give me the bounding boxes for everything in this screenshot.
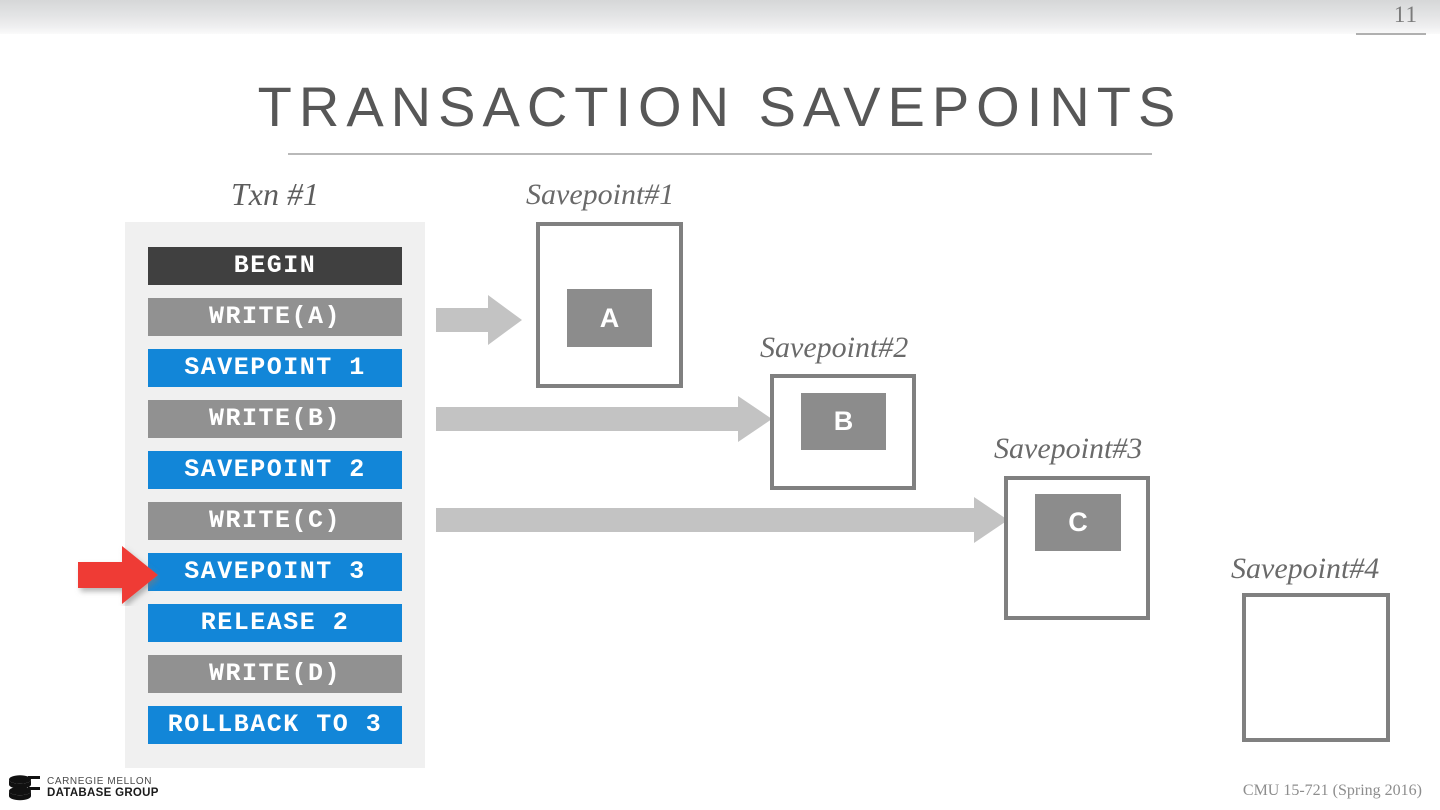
slide-number-underline [1356, 33, 1426, 35]
slide-number: 11 [1393, 2, 1418, 27]
txn-op-begin[interactable]: BEGIN [148, 247, 402, 285]
flow-arrow-to-savepoint-1 [436, 295, 522, 345]
transaction-label: Txn #1 [231, 176, 319, 212]
cmu-database-group-logo: CARNEGIE MELLON DATABASE GROUP [8, 774, 159, 802]
savepoint-3-label: Savepoint#3 [994, 432, 1143, 465]
txn-op-write-b[interactable]: WRITE(B) [148, 400, 402, 438]
savepoint-2-box[interactable]: B [770, 374, 916, 490]
title-divider [288, 153, 1152, 155]
flow-arrow-to-savepoint-2 [436, 396, 772, 442]
savepoint-2-label: Savepoint#2 [760, 331, 909, 364]
txn-op-savepoint-3[interactable]: SAVEPOINT 3 [148, 553, 402, 591]
slide-header-band [0, 0, 1440, 34]
savepoint-1-box[interactable]: A [536, 222, 683, 388]
savepoint-3-item-c: C [1035, 494, 1121, 551]
footer-course-note: CMU 15-721 (Spring 2016) [1242, 782, 1422, 799]
red-arrow-pointer-icon [78, 546, 158, 604]
savepoint-3-box[interactable]: C [1004, 476, 1150, 620]
savepoint-1-label: Savepoint#1 [526, 178, 675, 211]
flow-arrow-to-savepoint-3 [436, 497, 1008, 543]
savepoint-4-box[interactable] [1242, 593, 1390, 742]
txn-op-savepoint-1[interactable]: SAVEPOINT 1 [148, 349, 402, 387]
txn-op-write-d[interactable]: WRITE(D) [148, 655, 402, 693]
txn-op-rollback-to-3[interactable]: ROLLBACK TO 3 [148, 706, 402, 744]
txn-op-savepoint-2[interactable]: SAVEPOINT 2 [148, 451, 402, 489]
txn-op-release-2[interactable]: RELEASE 2 [148, 604, 402, 642]
savepoint-4-label: Savepoint#4 [1231, 552, 1380, 585]
savepoint-1-item-a: A [567, 289, 652, 347]
txn-op-write-c[interactable]: WRITE(C) [148, 502, 402, 540]
logo-line-2: DATABASE GROUP [47, 787, 159, 800]
page-title: TRANSACTION SAVEPOINTS [257, 75, 1183, 138]
savepoint-2-item-b: B [801, 393, 886, 450]
txn-op-write-a[interactable]: WRITE(A) [148, 298, 402, 336]
logo-line-1: CARNEGIE MELLON [47, 775, 153, 787]
database-cylinder-icon [9, 775, 40, 801]
